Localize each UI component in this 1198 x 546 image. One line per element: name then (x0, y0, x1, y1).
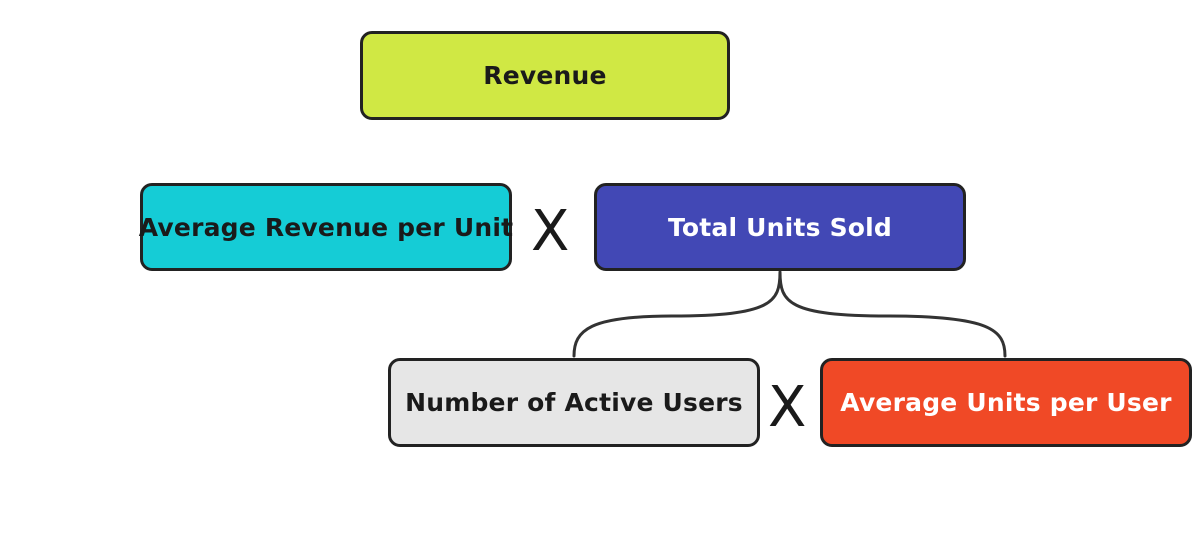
average-units-per-user-box: Average Units per User (820, 358, 1192, 447)
average-revenue-per-unit-label: Average Revenue per Unit (138, 212, 514, 242)
total-units-sold-box: Total Units Sold (594, 183, 966, 271)
revenue-box: Revenue (360, 31, 730, 120)
brace-connector-path (572, 270, 1007, 358)
multiply-operator-top: X (531, 199, 570, 264)
number-of-active-users-box: Number of Active Users (388, 358, 760, 447)
multiply-operator-bottom: X (768, 375, 807, 440)
revenue-label: Revenue (483, 61, 607, 90)
average-units-per-user-label: Average Units per User (840, 388, 1172, 417)
number-of-active-users-label: Number of Active Users (405, 388, 743, 417)
average-revenue-per-unit-box: Average Revenue per Unit (138, 183, 514, 271)
total-units-sold-label: Total Units Sold (667, 212, 893, 242)
